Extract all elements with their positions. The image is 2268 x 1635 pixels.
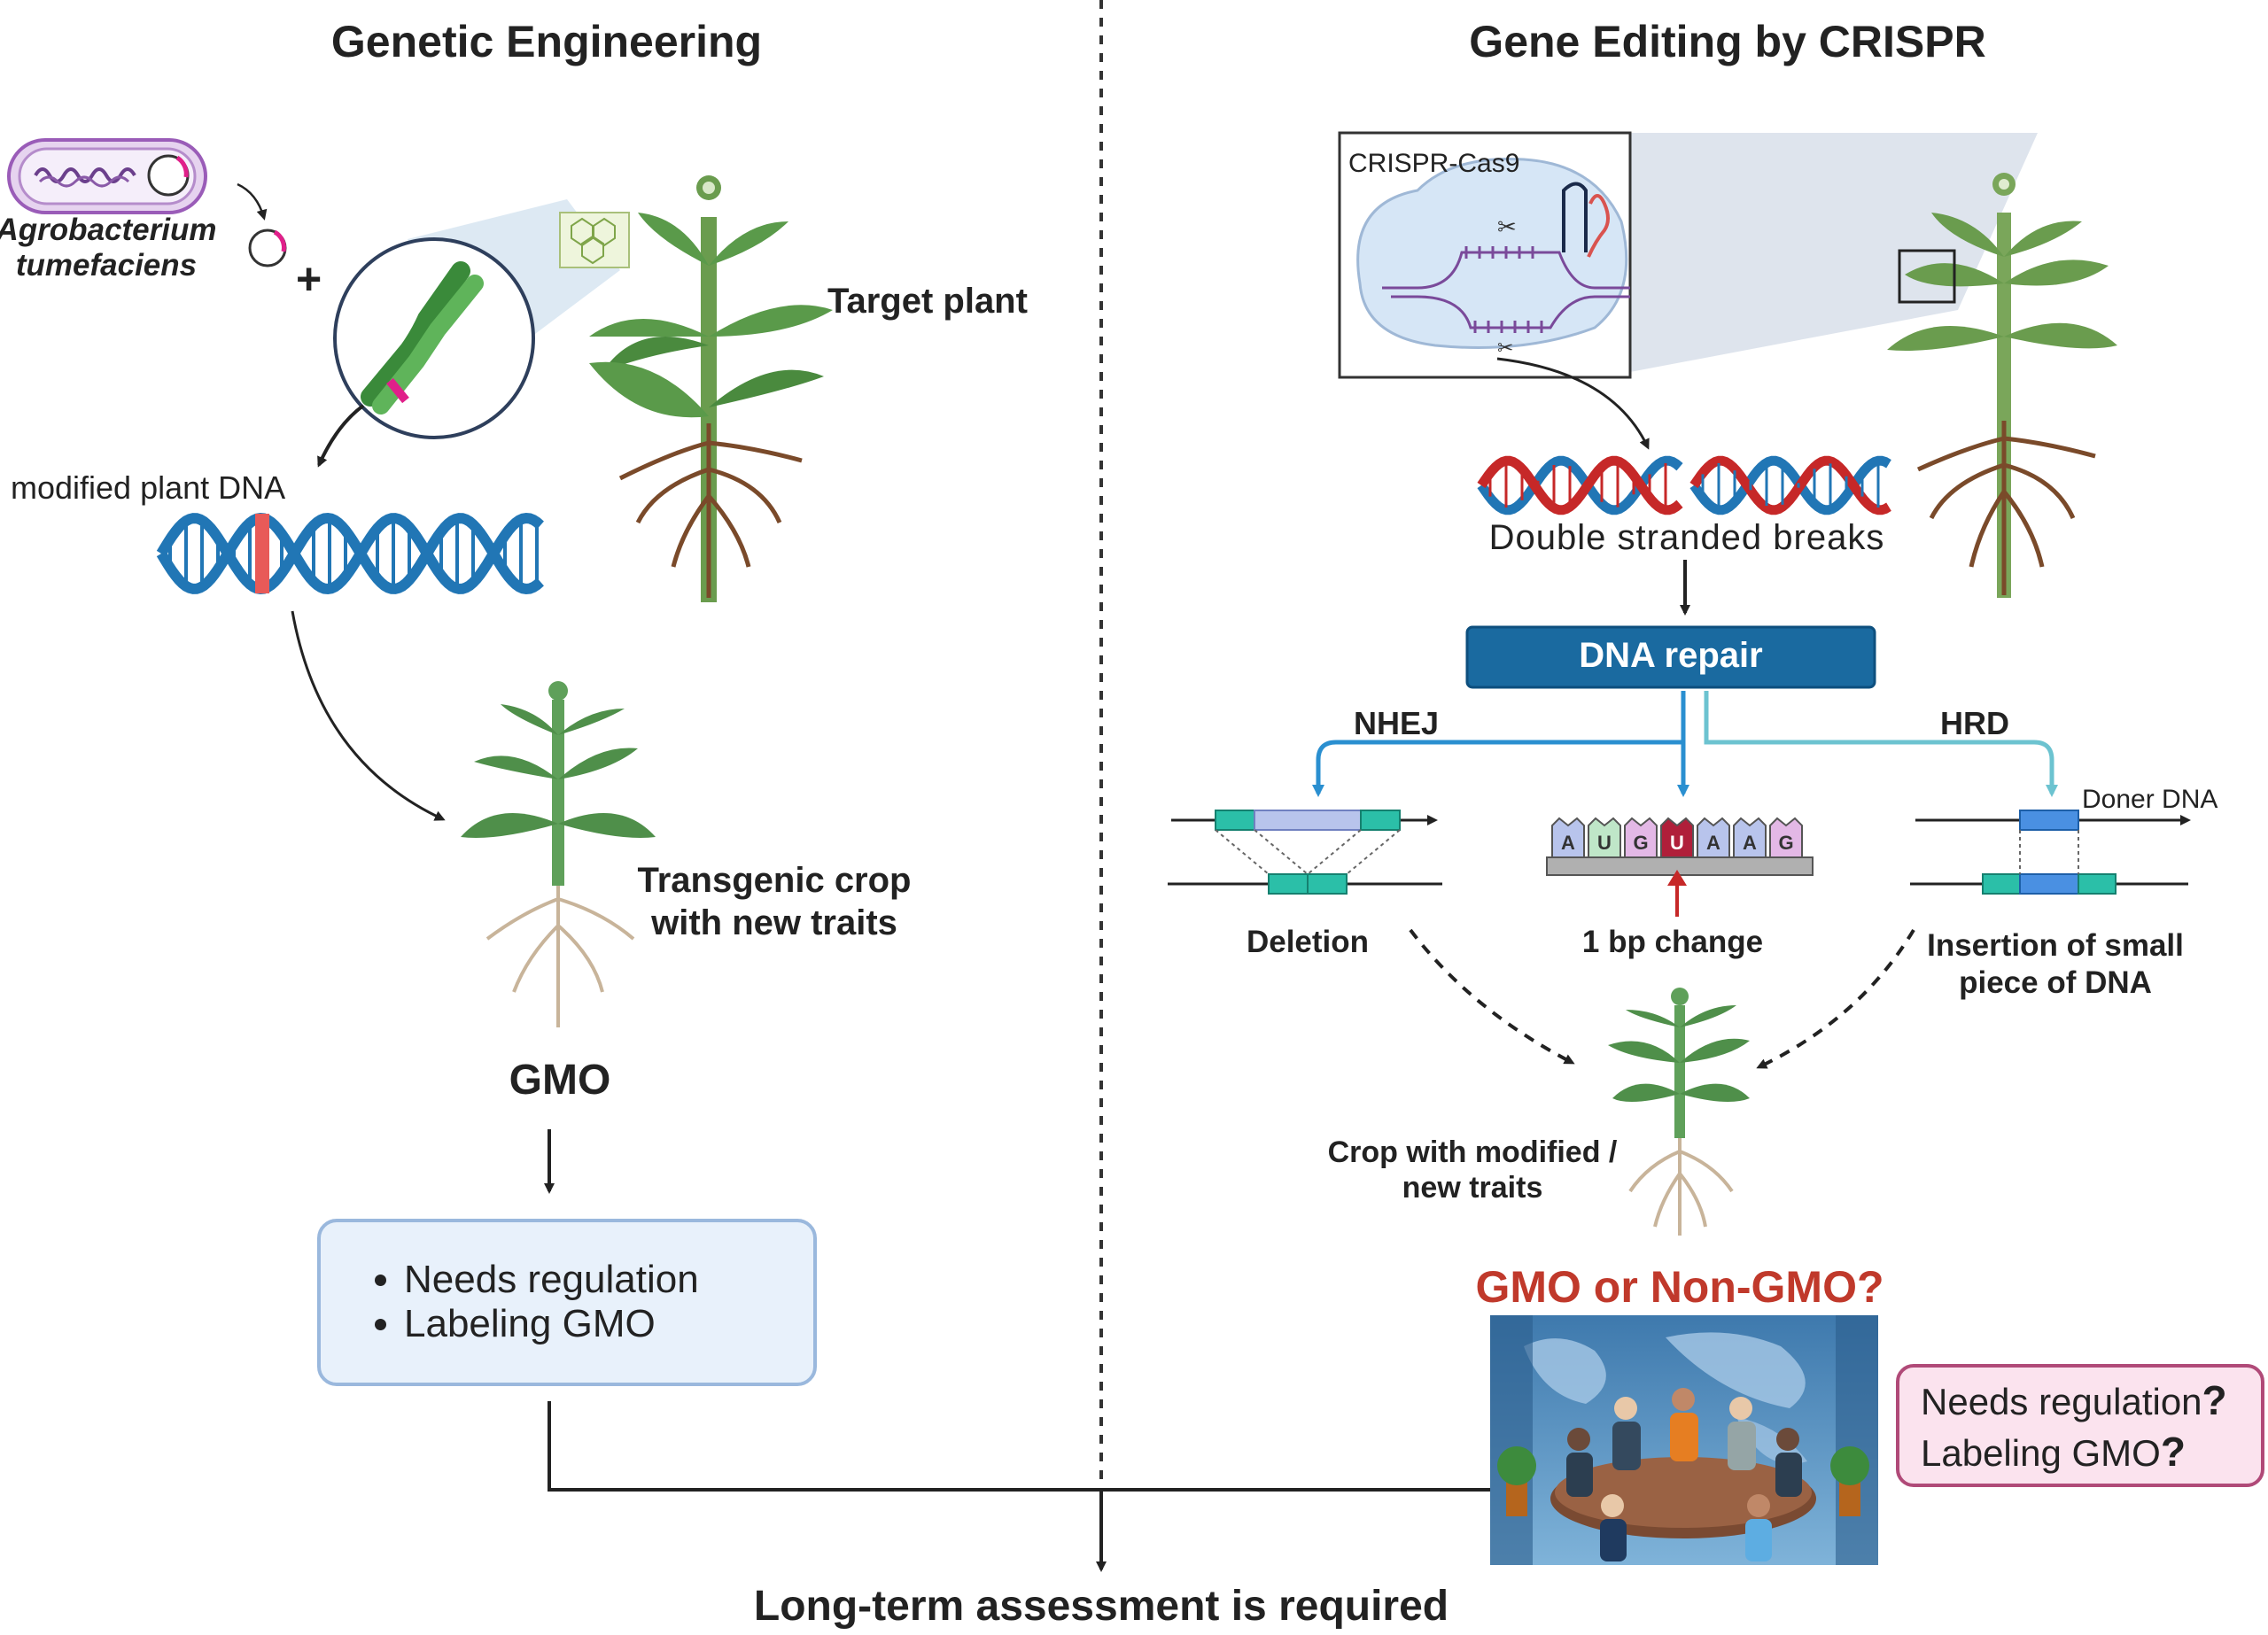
- double-stranded-break-icon: [1477, 455, 1891, 515]
- bp-change-label: 1 bp change: [1581, 925, 1764, 959]
- transgenic-plant-icon: [461, 681, 656, 1027]
- bacterium-label-line2: tumefaciens: [15, 248, 198, 283]
- doner-dna-label: Doner DNA: [2082, 785, 2218, 814]
- base-block: [1551, 817, 1585, 858]
- svg-text:✂: ✂: [1497, 214, 1517, 241]
- dna-repair-box: [1465, 625, 1876, 689]
- gmo-requirements-box: [317, 1219, 817, 1386]
- gmo-label: GMO: [509, 1057, 611, 1104]
- nhej-label: NHEJ: [1354, 705, 1440, 741]
- plasmid-icon: [248, 229, 287, 267]
- svg-text:✂: ✂: [1497, 337, 1513, 360]
- gmo-item-labeling: Labeling GMO: [404, 1302, 797, 1346]
- crispr-target-plant-icon: [1887, 173, 2117, 598]
- target-plant-label: Target plant: [827, 282, 1028, 321]
- chromosome-icon: [361, 261, 484, 415]
- base-block: [1624, 817, 1658, 858]
- pink-line-regulation: Needs regulation?: [1921, 1376, 2227, 1424]
- plus-sign: +: [296, 254, 322, 304]
- modified-crop-icon: [1608, 988, 1750, 1236]
- base-letter: G: [1778, 832, 1793, 854]
- pink-regulation-text: Needs regulation: [1921, 1381, 2202, 1422]
- deletion-diagram: [1168, 810, 1442, 895]
- insertion-label-line2: piece of DNA: [1959, 965, 2152, 1000]
- base-letter: U: [1597, 832, 1612, 854]
- hrd-label: HRD: [1940, 705, 2009, 741]
- gmo-requirements-list: Needs regulation Labeling GMO: [354, 1258, 797, 1346]
- gmo-item-regulation: Needs regulation: [404, 1258, 797, 1302]
- base-block: [1660, 817, 1694, 858]
- hrd-branch-arrow: [1704, 691, 2058, 797]
- pink-labeling-text: Labeling GMO: [1921, 1432, 2161, 1474]
- insertion-diagram: [1910, 810, 2191, 895]
- gmo-question-label: GMO or Non-GMO?: [1475, 1262, 1884, 1312]
- agrobacterium-icon: [7, 138, 207, 214]
- bacterium-label-line1: Agrobacterium: [0, 213, 217, 247]
- base-letter: U: [1670, 832, 1684, 854]
- base-letter: A: [1706, 832, 1720, 854]
- bottom-connector: [548, 1401, 1493, 1492]
- insertion-label-line1: Insertion of small: [1927, 928, 2184, 963]
- crispr-cas9-box: ✂ ✂: [1338, 131, 2038, 379]
- transgenic-label-line2: with new traits: [651, 903, 897, 942]
- dna-repair-label: DNA repair: [1579, 636, 1763, 675]
- base-block: [1697, 817, 1730, 858]
- crispr-cas9-label: CRISPR-Cas9: [1348, 149, 1520, 178]
- modified-dna-label: modified plant DNA: [11, 469, 286, 506]
- plant-cells-icon: [559, 212, 630, 268]
- dsb-label: Double stranded breaks: [1488, 518, 1885, 557]
- base-letter: A: [1743, 832, 1757, 854]
- meeting-illustration: [1490, 1315, 1878, 1565]
- base-block: [1733, 817, 1767, 858]
- target-plant-icon: [589, 175, 833, 602]
- nhej-branch-arrow: [1312, 691, 1686, 797]
- left-heading: Genetic Engineering: [330, 17, 763, 66]
- pink-line-labeling: Labeling GMO?: [1921, 1428, 2186, 1476]
- transgenic-label-line1: Transgenic crop: [637, 861, 912, 900]
- right-heading: Gene Editing by CRISPR: [1469, 17, 1986, 66]
- regulation-question-box: [1896, 1364, 2264, 1487]
- crop-label-line2: new traits: [1402, 1171, 1543, 1205]
- pink-regulation-qmark: ?: [2202, 1377, 2227, 1423]
- deletion-label: Deletion: [1246, 925, 1370, 959]
- base-letter: G: [1633, 832, 1648, 854]
- base-block: [1769, 817, 1803, 858]
- base-block: [1588, 817, 1621, 858]
- crop-label-line1: Crop with modified /: [1327, 1135, 1618, 1169]
- pink-labeling-qmark: ?: [2160, 1429, 2186, 1475]
- modified-dna-icon: [156, 512, 544, 595]
- base-letter: A: [1561, 832, 1575, 854]
- bottom-conclusion: Long-term assessment is required: [753, 1583, 1449, 1630]
